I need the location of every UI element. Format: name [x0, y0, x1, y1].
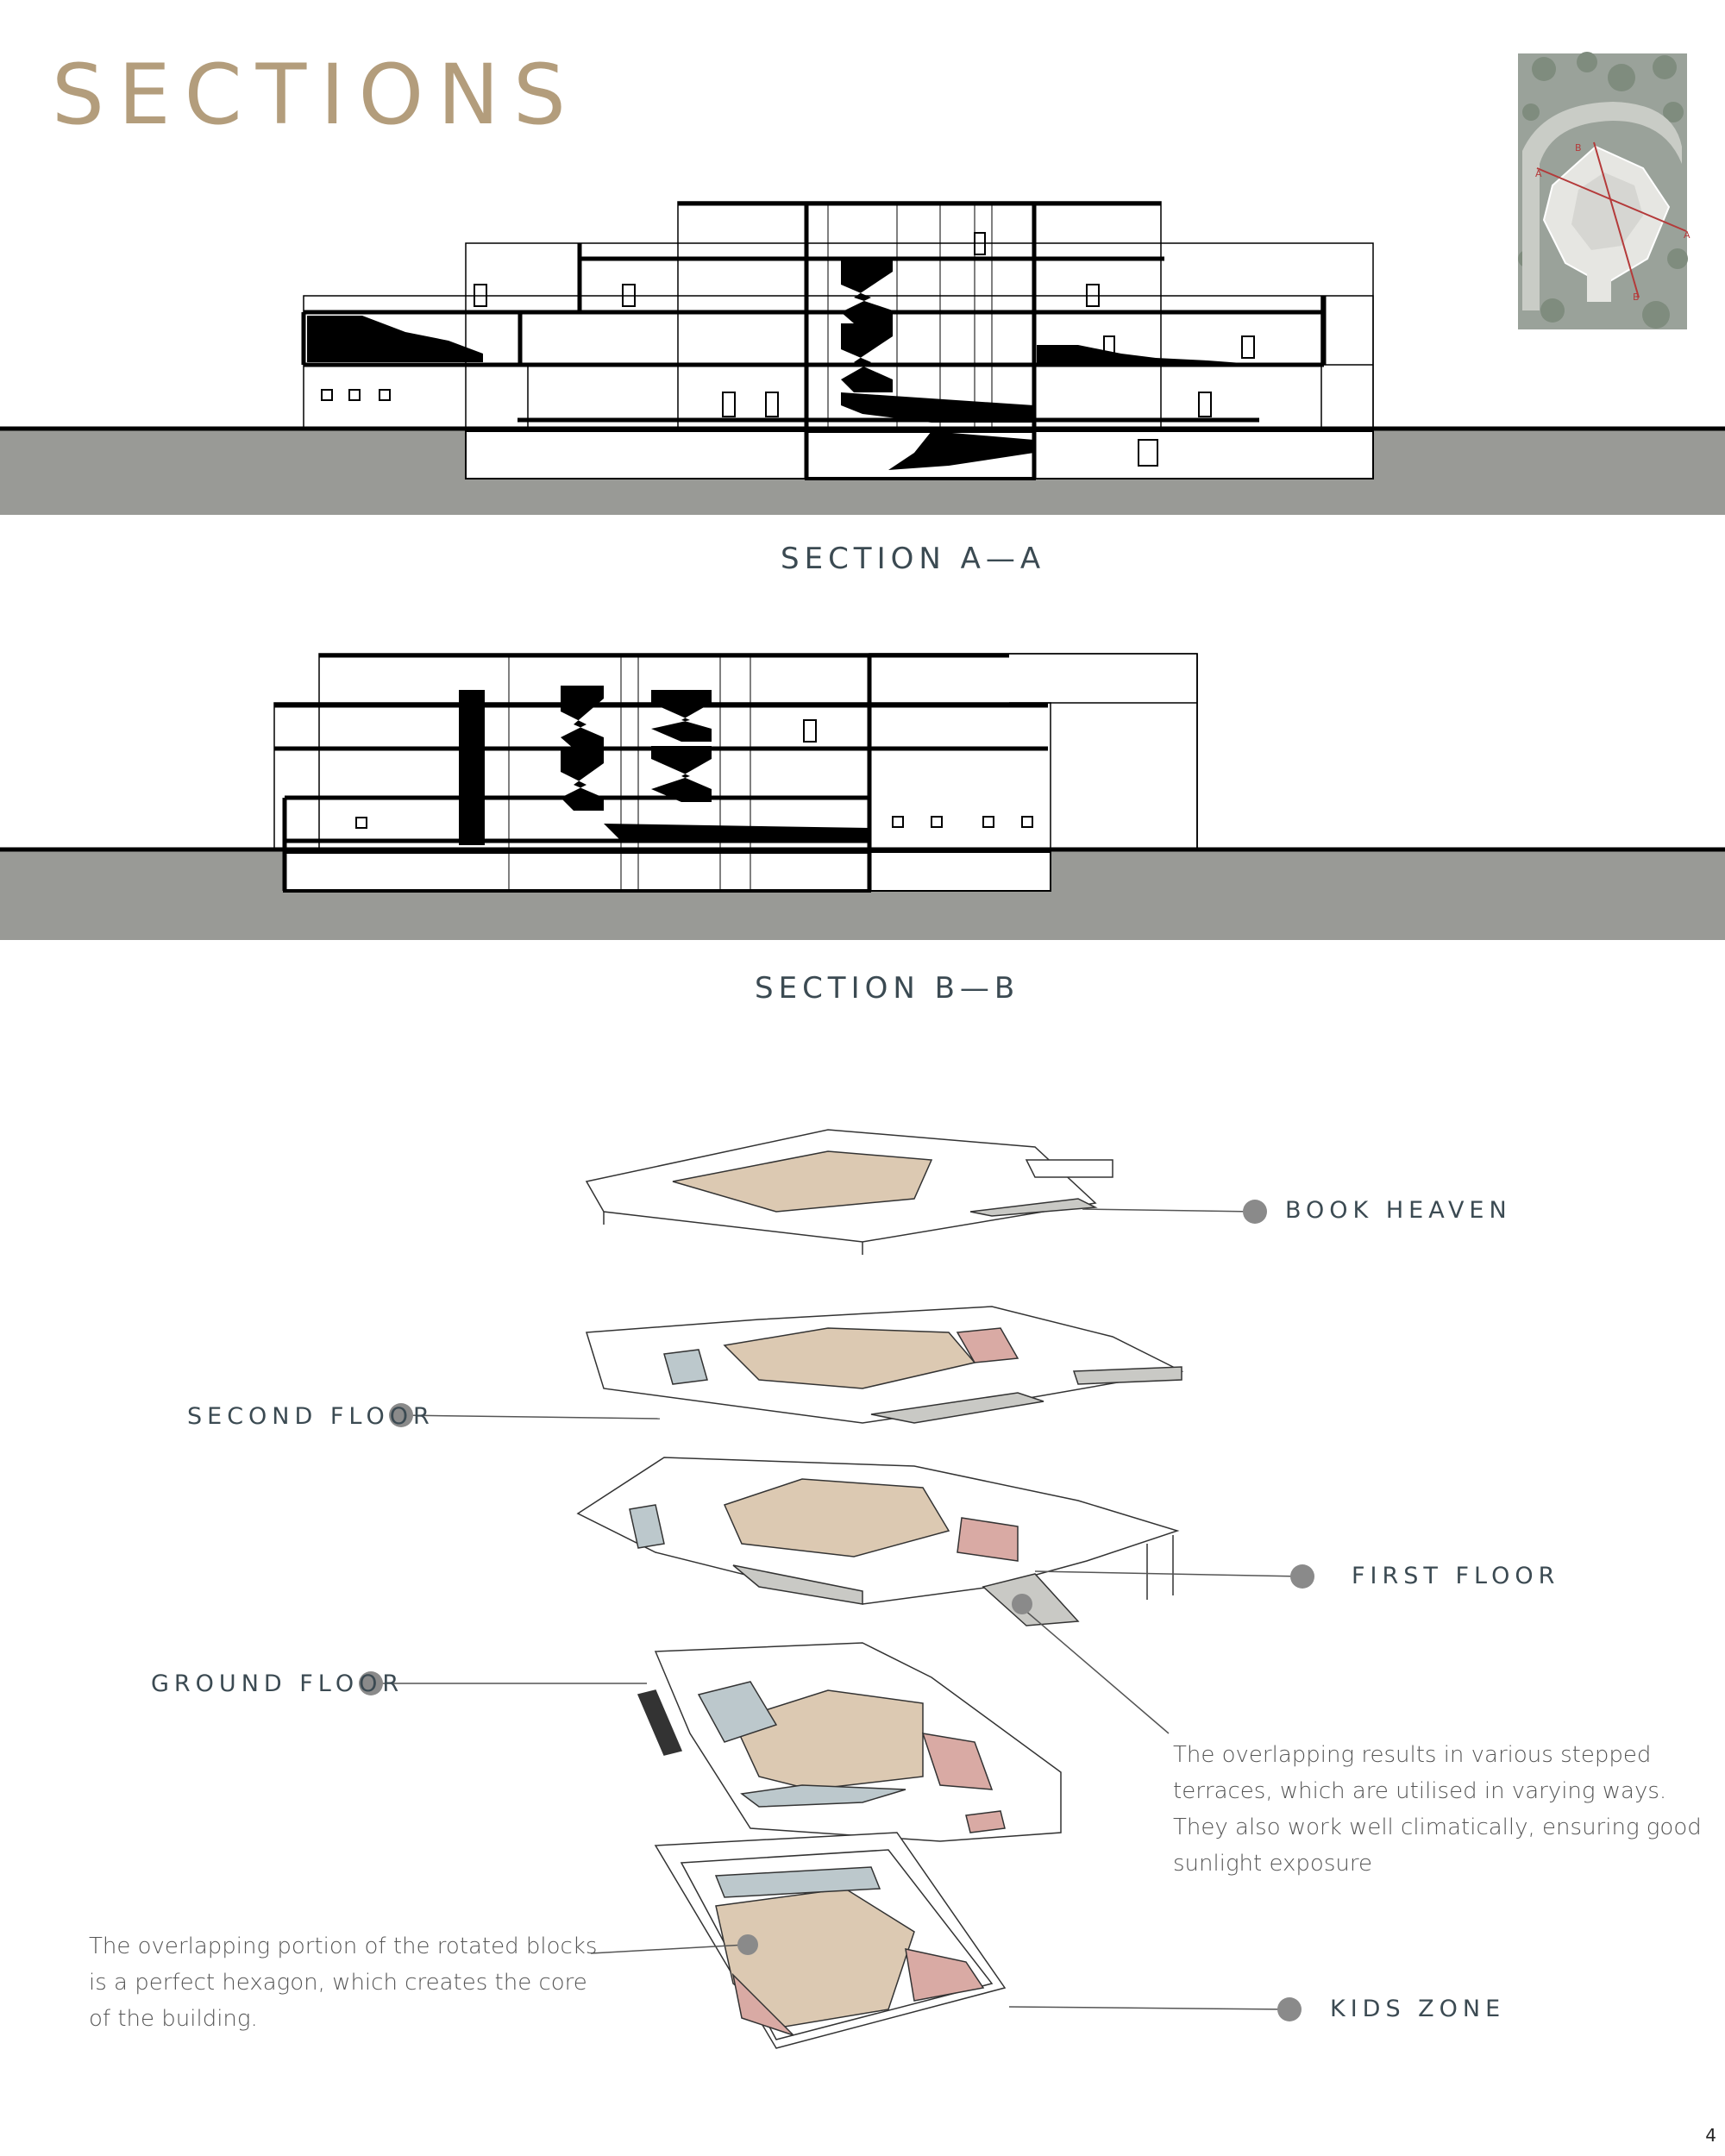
- key-plan-marker: A: [1684, 229, 1690, 241]
- level-first-floor: [576, 1457, 1180, 1626]
- note-line: terraces, which are utilised in varying …: [1173, 1778, 1667, 1804]
- floor-label-ground-floor: GROUND FLOOR: [151, 1670, 405, 1697]
- page-number: 4: [1705, 2125, 1716, 2146]
- section-b-caption: SECTION B—B: [755, 971, 1020, 1006]
- note-line: is a perfect hexagon, which creates the …: [89, 1970, 587, 1996]
- section-a-caption: SECTION A—A: [781, 542, 1046, 576]
- section-b-b: [0, 653, 1725, 940]
- leader-lines: [359, 1200, 1314, 2021]
- level-kids-zone: [654, 1832, 1007, 2049]
- note-line: The overlapping results in various stepp…: [1173, 1742, 1652, 1768]
- floor-label-first-floor: FIRST FLOOR: [1352, 1563, 1560, 1589]
- note-terraces: The overlapping results in various stepp…: [1173, 1737, 1708, 1882]
- page-title: SECTIONS: [52, 47, 580, 143]
- note-line: The overlapping portion of the rotated b…: [89, 1934, 598, 1959]
- floor-label-book-heaven: BOOK HEAVEN: [1285, 1197, 1512, 1224]
- note-line: of the building.: [89, 2006, 258, 2032]
- key-plan-marker: B: [1633, 291, 1640, 303]
- section-a-a: [0, 201, 1725, 515]
- floor-label-kids-zone: KIDS ZONE: [1330, 1996, 1506, 2022]
- note-hexagon: The overlapping portion of the rotated b…: [89, 1928, 606, 2037]
- level-book-heaven: [585, 1129, 1113, 1255]
- note-line: sunlight exposure: [1173, 1851, 1372, 1877]
- floor-label-second-floor: SECOND FLOOR: [187, 1403, 435, 1430]
- level-ground-floor: [637, 1642, 1062, 1842]
- note-line: They also work well climatically, ensuri…: [1173, 1814, 1702, 1840]
- level-second-floor: [586, 1306, 1184, 1424]
- exploded-axonometric: [576, 1129, 1184, 2049]
- key-plan-marker: B: [1575, 142, 1582, 154]
- key-plan: A A B B: [1518, 52, 1690, 329]
- key-plan-marker: A: [1535, 168, 1542, 179]
